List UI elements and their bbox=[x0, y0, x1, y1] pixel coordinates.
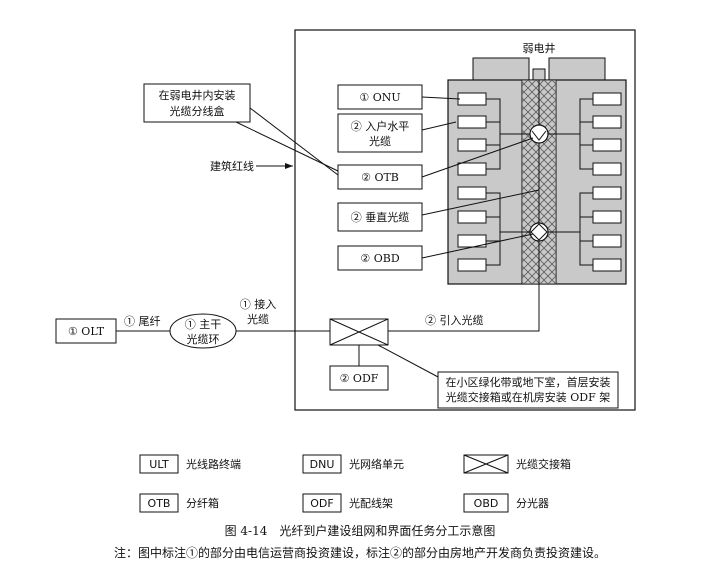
legend-desc-obd: 分光器 bbox=[516, 496, 549, 510]
horizontal-cable-box bbox=[337, 113, 423, 153]
building-boundary bbox=[294, 29, 636, 411]
legend-desc-ult: 光线路终端 bbox=[186, 457, 241, 471]
onu-label: ① ONU bbox=[359, 91, 400, 104]
trunk-label-1: ① 主干 bbox=[185, 318, 222, 331]
legend-abbr-odf: ODF bbox=[310, 497, 333, 510]
left-units bbox=[457, 92, 487, 272]
leader-lines bbox=[421, 96, 540, 259]
building-red-line-label: 建筑红线 bbox=[210, 159, 254, 173]
lead-in-cable-label: ② 引入光缆 bbox=[425, 313, 484, 327]
obd-label: ② OBD bbox=[360, 252, 399, 265]
vertical-cable-label: ② 垂直光缆 bbox=[351, 210, 410, 224]
install-callout-line2: 光缆分线盒 bbox=[170, 104, 225, 118]
otb-label: ② OTB bbox=[361, 171, 399, 184]
figure-caption: 图 4-14 光纤到户建设组网和界面任务分工示意图 bbox=[225, 523, 496, 538]
building-block bbox=[447, 57, 627, 285]
vertical-cable-box bbox=[337, 202, 423, 232]
legend: ULT 光线路终端 DNU 光网络单元 光缆交接箱 OTB 分纤箱 ODF 光配… bbox=[139, 454, 571, 513]
horizontal-cable-label-2: 光缆 bbox=[369, 134, 391, 148]
right-units bbox=[592, 92, 622, 272]
cross-connect-cabinet bbox=[329, 318, 389, 346]
legend-cross-connect-icon bbox=[463, 454, 509, 474]
odf-label: ② ODF bbox=[340, 372, 379, 385]
horizontal-cable-label-1: ② 入户水平 bbox=[351, 119, 410, 133]
legend-desc-cross-connect: 光缆交接箱 bbox=[516, 457, 571, 471]
community-callout-line2: 光缆交接箱或在机房安装 ODF 架 bbox=[446, 390, 610, 404]
community-callout-line1: 在小区绿化带或地下室，首层安装 bbox=[446, 375, 611, 389]
tail-fiber-label: ① 尾纤 bbox=[124, 315, 161, 328]
odf-box bbox=[329, 365, 389, 391]
legend-abbr-ult: ULT bbox=[149, 458, 169, 471]
trunk-label-2: 光缆环 bbox=[187, 332, 220, 346]
olt-label: ① OLT bbox=[68, 325, 105, 338]
figure-note: 注：图中标注①的部分由电信运营商投资建设，标注②的部分由房地产开发商负责投资建设… bbox=[114, 545, 606, 560]
branch-wiring bbox=[486, 98, 593, 266]
legend-desc-otb: 分纤箱 bbox=[186, 496, 219, 510]
legend-desc-odf: 光配线架 bbox=[349, 496, 393, 510]
install-callout-box bbox=[143, 83, 251, 123]
legend-abbr-dnu: DNU bbox=[310, 458, 335, 471]
obd-symbol bbox=[529, 222, 549, 242]
legend-abbr-otb: OTB bbox=[148, 497, 171, 510]
access-cable-label-2: 光缆 bbox=[247, 312, 269, 326]
install-callout-line1: 在弱电井内安装 bbox=[159, 88, 236, 102]
access-cable-label-1: ① 接入 bbox=[240, 298, 277, 311]
community-callout-box bbox=[437, 371, 619, 409]
legend-abbr-obd: OBD bbox=[474, 497, 499, 510]
otb-symbol bbox=[529, 124, 549, 144]
weak-shaft-label: 弱电井 bbox=[523, 41, 556, 55]
legend-desc-dnu: 光网络单元 bbox=[349, 457, 404, 471]
otb-box bbox=[337, 164, 423, 190]
